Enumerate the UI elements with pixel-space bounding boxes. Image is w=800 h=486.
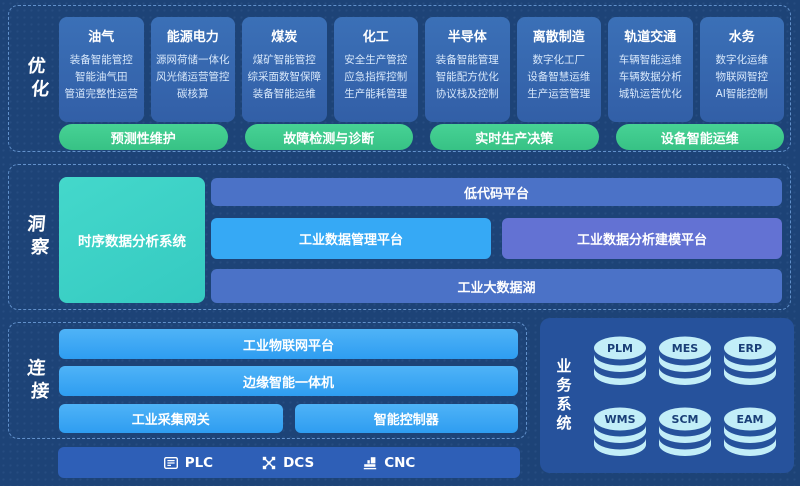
- smart-controller-bar: 智能控制器: [294, 404, 518, 433]
- database-mes: MES: [658, 336, 712, 386]
- database-label: SCM: [672, 413, 699, 426]
- device-dcs: DCS: [261, 455, 314, 471]
- industry-card-item: 生产运营管理: [527, 88, 591, 100]
- section-optimize: 优化 油气 装备智能管控 智能油气田 管道完整性运营 能源电力 源网荷储一体化 …: [8, 5, 791, 152]
- industry-card-item: 数字化工厂: [532, 54, 586, 66]
- industry-card-item: 生产能耗管理: [344, 88, 408, 100]
- connect-bars-column: 工业物联网平台 边缘智能一体机 工业采集网关 智能控制器: [59, 329, 518, 433]
- data-modeling-platform-bar: 工业数据分析建模平台: [502, 218, 782, 259]
- database-label: PLM: [607, 342, 633, 355]
- cnc-icon: [362, 455, 378, 471]
- industry-card-item: 数字化运维: [715, 54, 769, 66]
- industry-card-item: 设备智慧运维: [527, 71, 591, 83]
- optimize-label: 优化: [21, 55, 50, 102]
- industry-card-item: 管道完整性运营: [64, 88, 139, 100]
- capability-fault-detection: 故障检测与诊断: [244, 124, 413, 150]
- database-label: WMS: [605, 413, 636, 426]
- field-device-bar: PLC DCS: [58, 447, 520, 478]
- industry-card-item: 装备智能运维: [252, 88, 316, 100]
- business-systems-label: 业务系统: [554, 357, 573, 434]
- database-label: MES: [672, 342, 698, 355]
- industry-card-water: 水务 数字化运维 物联网智控 AI智能控制: [699, 17, 784, 122]
- industry-card-item: 装备智能管理: [435, 54, 499, 66]
- device-cnc: CNC: [362, 455, 415, 471]
- database-eam: EAM: [723, 407, 777, 457]
- industry-card-energy-power: 能源电力 源网荷储一体化 风光储运营管控 碳核算: [150, 17, 235, 122]
- business-systems-grid: PLM MES ERP: [588, 318, 794, 473]
- industry-card-item: 源网荷储一体化: [156, 54, 230, 66]
- database-label: ERP: [738, 342, 762, 355]
- industry-card-title: 轨道交通: [624, 30, 677, 45]
- connect-label: 连接: [21, 357, 50, 404]
- database-wms: WMS: [593, 407, 647, 457]
- tsdb-system-box: 时序数据分析系统: [59, 177, 205, 303]
- industry-card-item: 智能油气田: [75, 71, 128, 83]
- industry-card-item: 城轨运营优化: [618, 88, 682, 100]
- industry-card-item: 煤矿智能管控: [252, 54, 316, 66]
- industry-card-item: 智能配方优化: [435, 71, 499, 83]
- industry-card-item: 物联网智控: [715, 71, 769, 83]
- iot-platform-bar: 工业物联网平台: [59, 329, 518, 359]
- low-code-platform-bar: 低代码平台: [211, 178, 782, 206]
- section-connect: 连接 工业物联网平台 边缘智能一体机 工业采集网关 智能控制器: [8, 322, 527, 439]
- industry-card-item: 车辆数据分析: [618, 71, 682, 83]
- industry-card-rail-transit: 轨道交通 车辆智能运维 车辆数据分析 城轨运营优化: [608, 17, 693, 122]
- industry-card-coal: 煤炭 煤矿智能管控 综采面数智保障 装备智能运维: [242, 17, 327, 122]
- section-insight: 洞察 时序数据分析系统 低代码平台 工业数据管理平台 工业数据分析建模平台 工业…: [8, 164, 791, 310]
- industry-card-item: 碳核算: [177, 88, 209, 100]
- industry-card-semiconductor: 半导体 装备智能管理 智能配方优化 协议栈及控制: [425, 17, 510, 122]
- connect-bottom-row: 工业采集网关 智能控制器: [59, 404, 518, 433]
- industry-card-item: 车辆智能运维: [618, 54, 682, 66]
- database-label: EAM: [736, 413, 763, 426]
- device-label: CNC: [384, 454, 416, 471]
- industry-card-discrete-mfg: 离散制造 数字化工厂 设备智慧运维 生产运营管理: [516, 17, 601, 122]
- industry-card-item: 应急指挥控制: [344, 71, 408, 83]
- edge-machine-bar: 边缘智能一体机: [59, 366, 518, 396]
- insight-platforms-column: 低代码平台 工业数据管理平台 工业数据分析建模平台 工业大数据湖: [211, 178, 782, 303]
- plc-icon: [163, 455, 179, 471]
- insight-label: 洞察: [21, 214, 50, 260]
- industry-card-title: 化工: [362, 30, 389, 45]
- industry-card-oil-gas: 油气 装备智能管控 智能油气田 管道完整性运营: [59, 17, 144, 122]
- database-plm: PLM: [593, 336, 647, 386]
- business-systems-panel: 业务系统 PLM MES: [540, 318, 794, 473]
- data-management-platform-bar: 工业数据管理平台: [211, 218, 491, 259]
- capability-pills-row: 预测性维护 故障检测与诊断 实时生产决策 设备智能运维: [59, 124, 784, 150]
- device-plc: PLC: [163, 455, 213, 471]
- industry-card-chemical: 化工 安全生产管控 应急指挥控制 生产能耗管理: [333, 17, 418, 122]
- industry-card-title: 水务: [728, 30, 755, 45]
- database-erp: ERP: [723, 336, 777, 386]
- industry-card-item: 协议栈及控制: [435, 88, 499, 100]
- industry-card-title: 能源电力: [166, 30, 219, 45]
- industry-card-title: 离散制造: [532, 30, 585, 45]
- big-data-lake-bar: 工业大数据湖: [211, 269, 782, 303]
- capability-predictive-maintenance: 预测性维护: [59, 124, 228, 150]
- insight-middle-row: 工业数据管理平台 工业数据分析建模平台: [211, 218, 782, 259]
- industry-cards-row: 油气 装备智能管控 智能油气田 管道完整性运营 能源电力 源网荷储一体化 风光储…: [59, 17, 784, 122]
- collection-gateway-bar: 工业采集网关: [59, 404, 283, 433]
- industry-card-title: 半导体: [447, 30, 487, 45]
- industry-card-title: 煤炭: [271, 30, 298, 45]
- capability-realtime-decision: 实时生产决策: [430, 124, 599, 150]
- industry-card-item: AI智能控制: [715, 88, 768, 100]
- capability-smart-ops: 设备智能运维: [615, 124, 784, 150]
- industry-card-title: 油气: [88, 30, 115, 45]
- device-label: DCS: [283, 454, 315, 471]
- database-scm: SCM: [658, 407, 712, 457]
- dcs-icon: [261, 455, 277, 471]
- device-label: PLC: [184, 454, 214, 471]
- industry-card-item: 安全生产管控: [344, 54, 408, 66]
- industry-card-item: 风光储运营管控: [156, 71, 230, 83]
- industry-card-item: 综采面数智保障: [247, 71, 322, 83]
- industry-card-item: 装备智能管控: [69, 54, 133, 66]
